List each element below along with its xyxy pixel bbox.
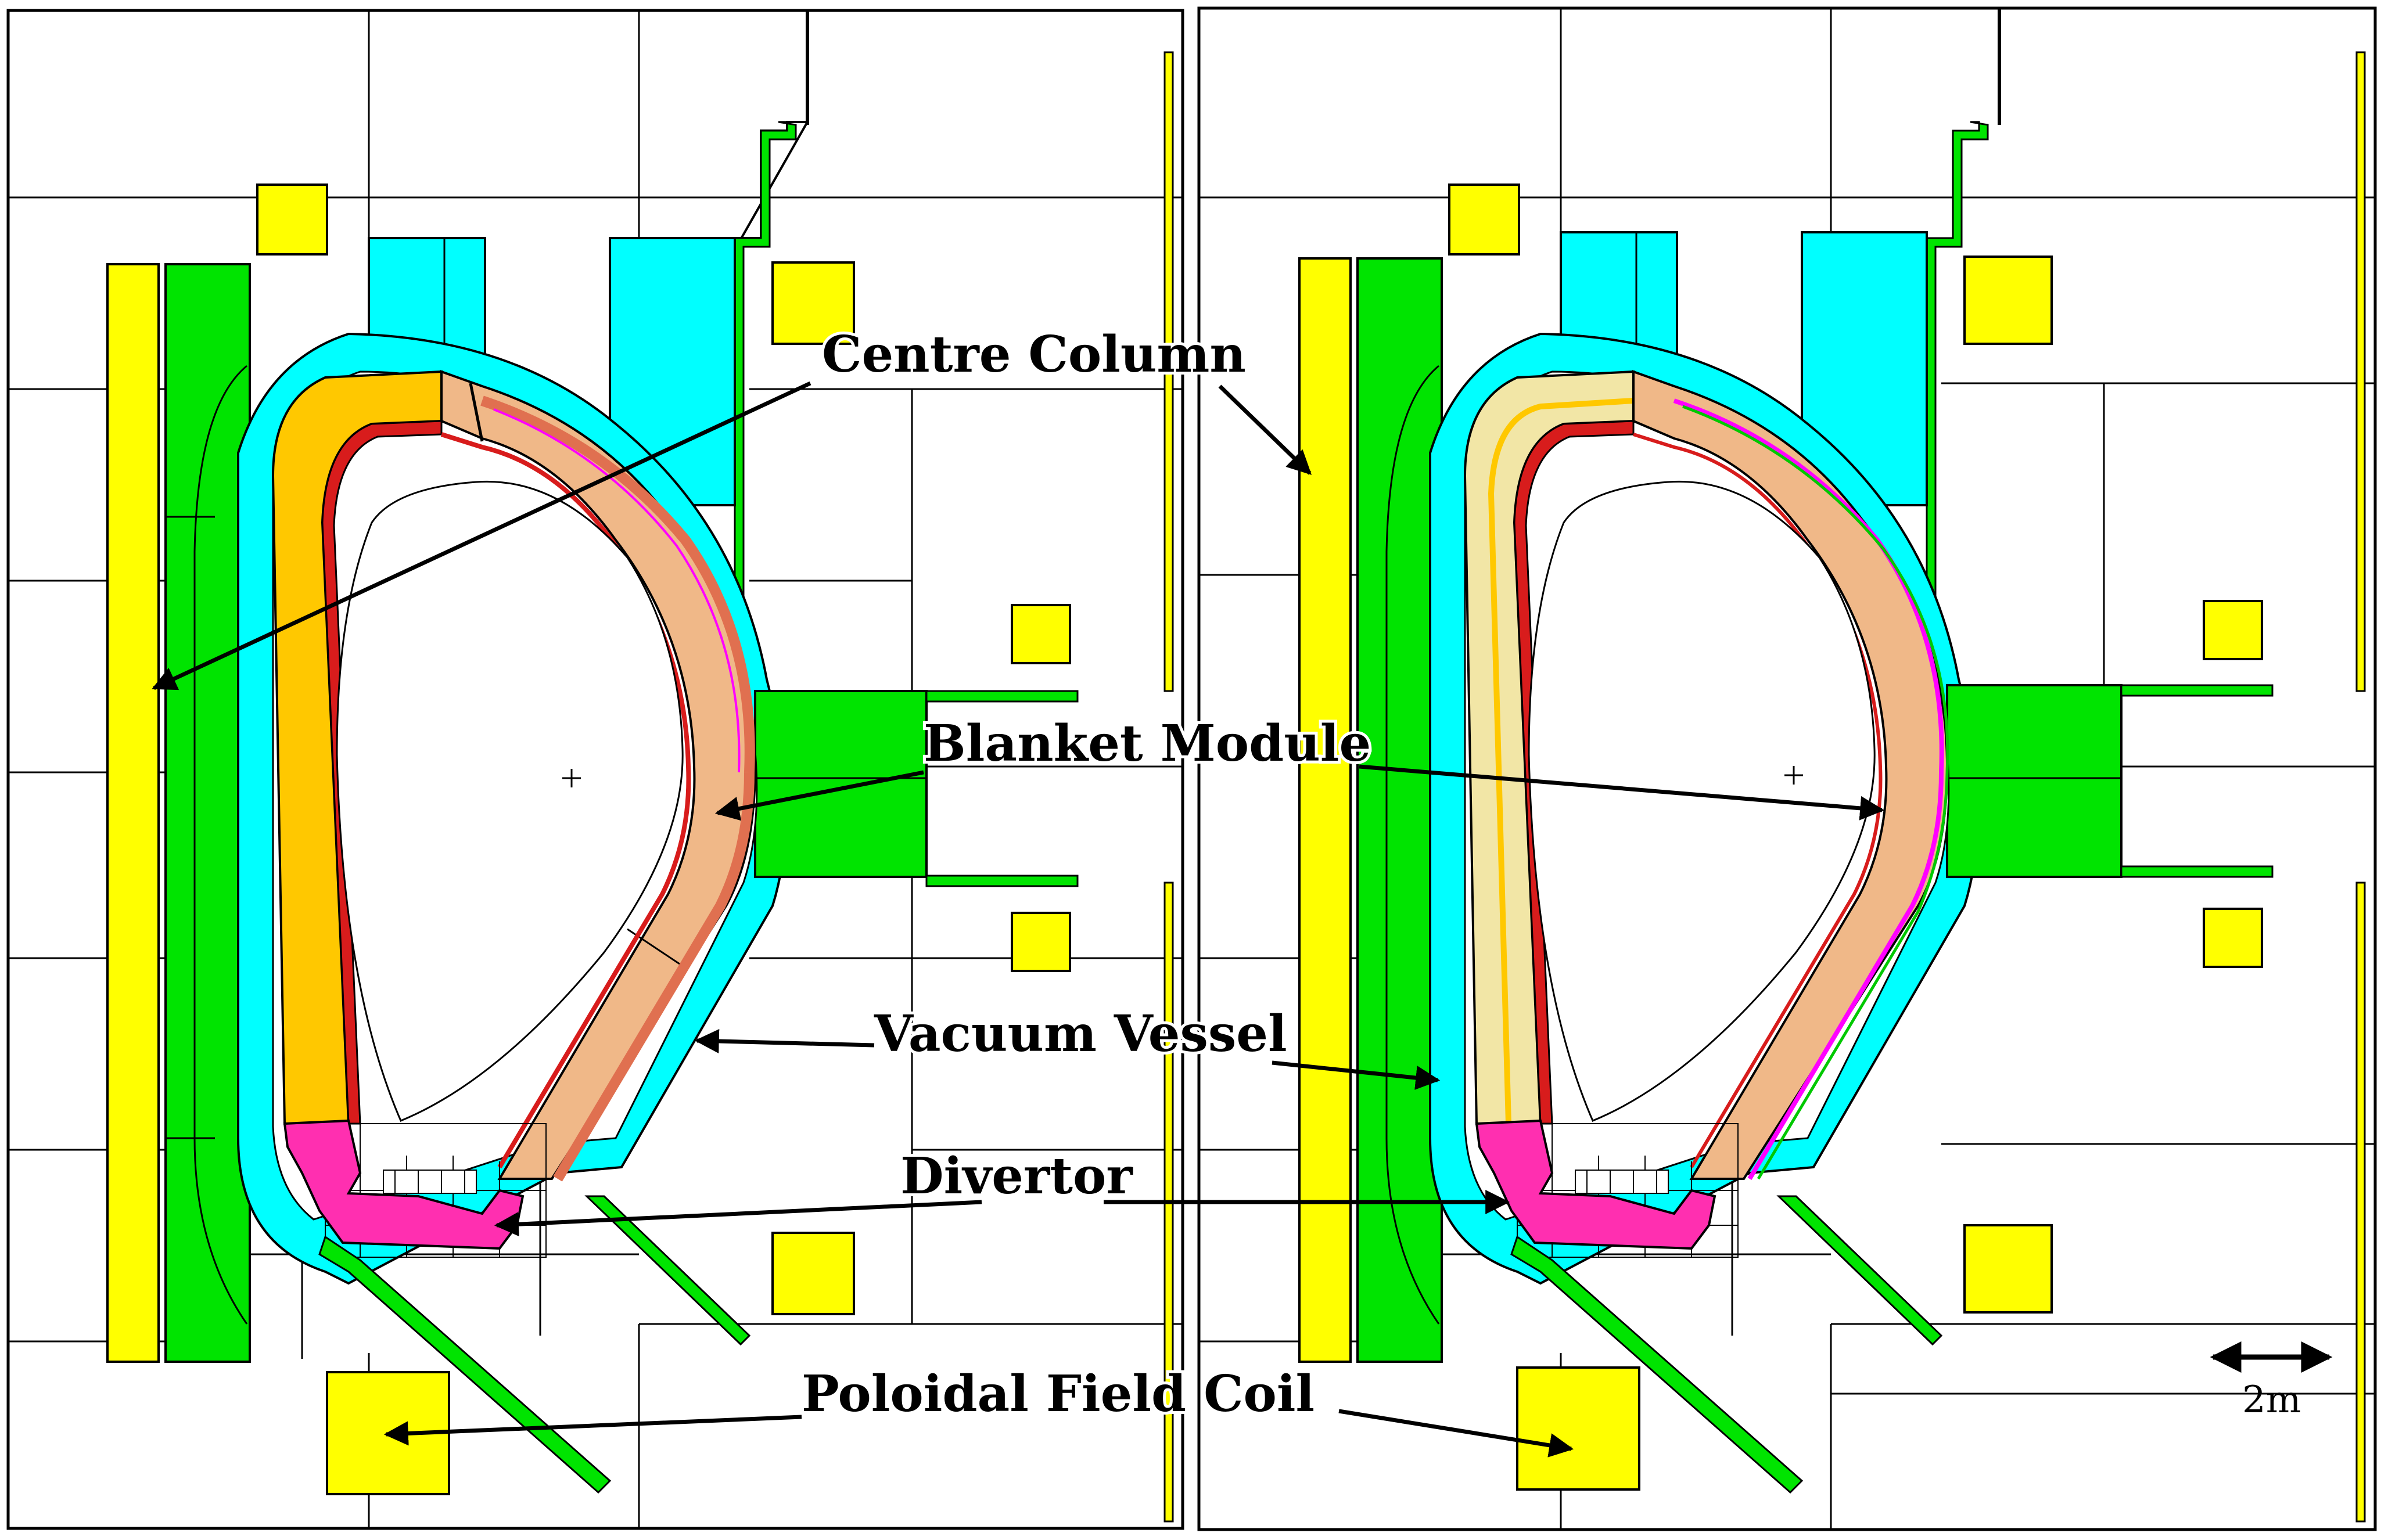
pf-coil-6 xyxy=(1516,1366,1640,1491)
central-solenoid xyxy=(106,263,160,1363)
arrow-pf-coil-left xyxy=(383,1415,802,1446)
right-rod-upper xyxy=(2355,51,2366,692)
arrow-centre-column-left xyxy=(152,381,811,690)
pf-coil-2 xyxy=(1963,256,2053,345)
pf-coil-4 xyxy=(2203,908,2263,968)
equatorial-port xyxy=(754,690,928,878)
arrow-vacuum-vessel-left xyxy=(694,1028,875,1053)
pf-coil-4 xyxy=(1011,912,1071,972)
label-poloidal-field-coil: Poloidal Field Coil xyxy=(802,1365,1315,1423)
lower-port-left xyxy=(1510,1235,1804,1494)
plasma-boundary xyxy=(1528,480,1876,1122)
arrow-vacuum-vessel-right xyxy=(1272,1060,1441,1090)
pf-coil-1 xyxy=(256,183,328,256)
arrow-divertor-left xyxy=(494,1200,982,1237)
scale-bar-label: 2m xyxy=(2242,1379,2301,1422)
arrow-blanket-left xyxy=(714,770,924,821)
divertor xyxy=(283,1119,525,1250)
divertor xyxy=(1475,1119,1716,1250)
label-centre-column: Centre Column xyxy=(822,325,1246,384)
pf-coil-5 xyxy=(771,1232,855,1315)
inner-shield xyxy=(1356,257,1443,1363)
right-rod-upper xyxy=(1163,51,1174,692)
equatorial-port xyxy=(1946,684,2123,878)
central-solenoid xyxy=(1298,257,1352,1363)
arrow-blanket-right xyxy=(1359,764,1885,821)
scale-bar: 2m xyxy=(2210,1341,2333,1422)
pf-coil-1 xyxy=(1448,183,1520,256)
pf-coil-3 xyxy=(2203,600,2263,660)
label-blanket-module: Blanket Module xyxy=(924,714,1371,773)
lower-port-right xyxy=(584,1195,751,1346)
arrow-pf-coil-right xyxy=(1338,1409,1574,1458)
pf-coil-2 xyxy=(771,261,855,345)
label-arrows xyxy=(152,381,1885,1458)
label-divertor: Divertor xyxy=(900,1147,1133,1206)
left-model-panel xyxy=(6,9,1184,1530)
pf-coil-5 xyxy=(1963,1224,2053,1314)
inner-shield xyxy=(164,263,251,1363)
right-rod-lower xyxy=(2355,881,2366,1523)
label-vacuum-vessel: Vacuum Vessel xyxy=(874,1005,1287,1063)
arrow-centre-column-right xyxy=(1218,384,1312,475)
pf-coil-3 xyxy=(1011,604,1071,664)
lower-port-right xyxy=(1776,1195,1943,1346)
